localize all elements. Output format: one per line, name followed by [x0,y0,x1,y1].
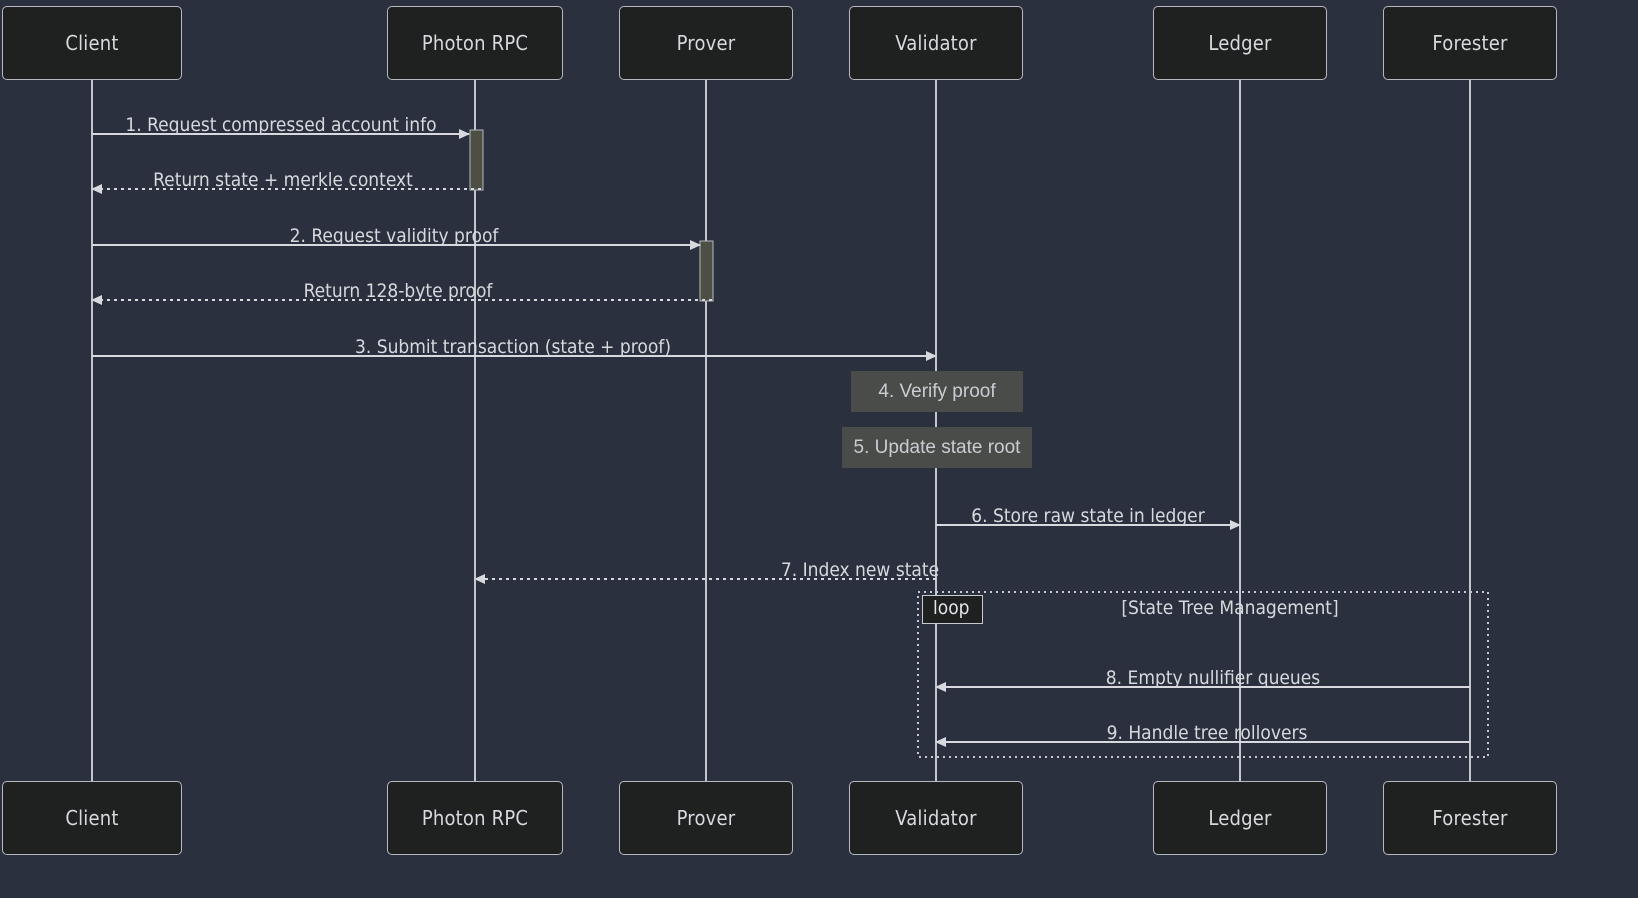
message-arrows-group [91,129,1470,747]
participant-label: Ledger [1208,806,1272,830]
participant-label: Prover [676,31,736,55]
participant-ledger-top[interactable]: Ledger [1153,6,1327,80]
participant-label: Ledger [1208,31,1272,55]
activation-bars-group [469,129,714,302]
participant-client-top[interactable]: Client [2,6,182,80]
message-label-8: 8. Empty nullifier queues [1105,667,1321,689]
message-label-4: Return 128-byte proof [303,280,493,302]
participant-photon-bottom[interactable]: Photon RPC [387,781,563,855]
participant-label: Forester [1432,31,1508,55]
participant-label: Client [65,31,119,55]
message-label-6: 6. Store raw state in ledger [971,505,1205,527]
message-label-2: Return state + merkle context [153,169,413,191]
loop-tag: loop [922,595,983,624]
loop-frame-rect [917,591,1489,758]
participant-label: Photon RPC [421,31,529,55]
loop-condition-label: [State Tree Management] [1121,597,1339,619]
participant-validator-top[interactable]: Validator [849,6,1023,80]
participant-label: Client [65,806,119,830]
participant-validator-bottom[interactable]: Validator [849,781,1023,855]
participant-label: Prover [676,806,736,830]
participant-client-bottom[interactable]: Client [2,781,182,855]
participant-label: Validator [895,806,977,830]
participant-prover-top[interactable]: Prover [619,6,793,80]
participant-label: Forester [1432,806,1508,830]
note-update-state-root: 5. Update state root [842,427,1032,468]
participant-ledger-bottom[interactable]: Ledger [1153,781,1327,855]
participant-label: Validator [895,31,977,55]
note-label: 4. Verify proof [878,380,996,402]
lifelines-group [91,80,1471,781]
message-label-7: 7. Index new state [780,559,940,581]
participant-photon-top[interactable]: Photon RPC [387,6,563,80]
message-label-1: 1. Request compressed account info [125,114,437,136]
participant-forester-top[interactable]: Forester [1383,6,1557,80]
message-label-9: 9. Handle tree rollovers [1106,722,1308,744]
participant-prover-bottom[interactable]: Prover [619,781,793,855]
loop-fragment-frame [917,591,1489,758]
message-label-5: 3. Submit transaction (state + proof) [355,336,671,358]
note-verify-proof: 4. Verify proof [851,371,1023,412]
participant-forester-bottom[interactable]: Forester [1383,781,1557,855]
note-label: 5. Update state root [853,436,1021,458]
message-label-3: 2. Request validity proof [289,225,499,247]
participant-label: Photon RPC [421,806,529,830]
activation-bar-prover [699,240,714,302]
activation-bar-photon [469,129,484,191]
